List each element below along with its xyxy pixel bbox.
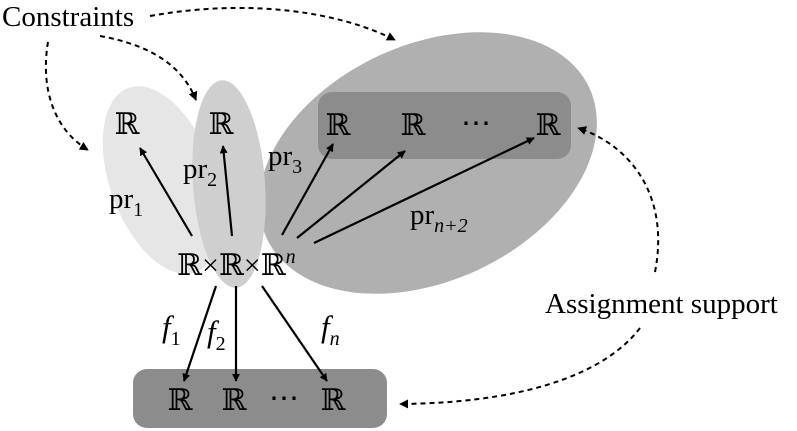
bottom-reals-box — [133, 369, 387, 428]
mid-ellipse-pr2 — [192, 80, 266, 288]
product-exp-n: n — [286, 246, 296, 268]
label-pr2-sub: 2 — [207, 169, 217, 191]
arrow-pr1 — [139, 147, 193, 237]
arrow-fn — [261, 285, 328, 382]
product-r1: ℝ — [177, 248, 203, 283]
label-f2: f2 — [207, 314, 226, 355]
label-pr1: pr1 — [109, 183, 143, 221]
arrow-pr2 — [219, 145, 234, 237]
label-pr3-sub: 3 — [292, 156, 302, 178]
product-r2: ℝ — [219, 248, 245, 283]
dashed-arrow-assignment-to-bottom — [399, 327, 641, 409]
label-pr3: pr3 — [268, 140, 302, 178]
arrow-prn2 — [313, 137, 535, 244]
label-pr1-base: pr — [109, 183, 134, 215]
bottom-real-last: ℝ — [321, 383, 347, 418]
bottom-ellipsis: ⋯ — [269, 381, 299, 416]
label-pr2-base: pr — [183, 153, 208, 185]
top-ellipsis: ⋯ — [461, 106, 491, 141]
bottom-real-2: ℝ — [222, 383, 248, 418]
label-prn2-base: pr — [410, 199, 435, 231]
product-r3: ℝ — [261, 248, 287, 283]
label-pr1-sub: 1 — [133, 199, 143, 221]
bottom-real-1: ℝ — [168, 383, 194, 418]
constraints-label: Constraints — [2, 1, 134, 33]
label-fn-sub: n — [330, 328, 340, 350]
arrow-f1 — [182, 285, 218, 382]
top-reals-box — [318, 92, 571, 159]
product-space-label: ℝ×ℝ×ℝn — [177, 246, 296, 283]
arrow-pr3 — [281, 143, 334, 236]
label-prn2-sub: n+2 — [434, 215, 468, 237]
label-fn: fn — [321, 309, 340, 350]
label-f2-sub: 2 — [216, 333, 226, 355]
label-pr3-base: pr — [268, 140, 293, 172]
top-real-2: ℝ — [209, 107, 235, 142]
top-real-4: ℝ — [401, 108, 427, 143]
dashed-arrow-constraints-to-pr2 — [99, 35, 198, 101]
light-ellipse-pr1 — [102, 86, 222, 274]
top-real-1: ℝ — [115, 107, 141, 142]
dashed-arrow-assignment-to-top — [577, 126, 660, 273]
top-real-last: ℝ — [536, 108, 562, 143]
product-times1: × — [202, 249, 219, 282]
assignment-support-label: Assignment support — [545, 288, 778, 320]
dashed-arrow-constraints-to-pr1 — [44, 41, 89, 151]
top-real-3: ℝ — [326, 108, 352, 143]
arrow-pr4 — [296, 150, 406, 239]
label-pr2: pr2 — [183, 153, 217, 191]
label-prn2: prn+2 — [410, 199, 468, 237]
label-f1: f1 — [162, 309, 181, 350]
product-times2: × — [244, 249, 261, 282]
label-f1-sub: 1 — [171, 328, 181, 350]
dashed-arrow-constraints-to-big — [149, 6, 396, 41]
